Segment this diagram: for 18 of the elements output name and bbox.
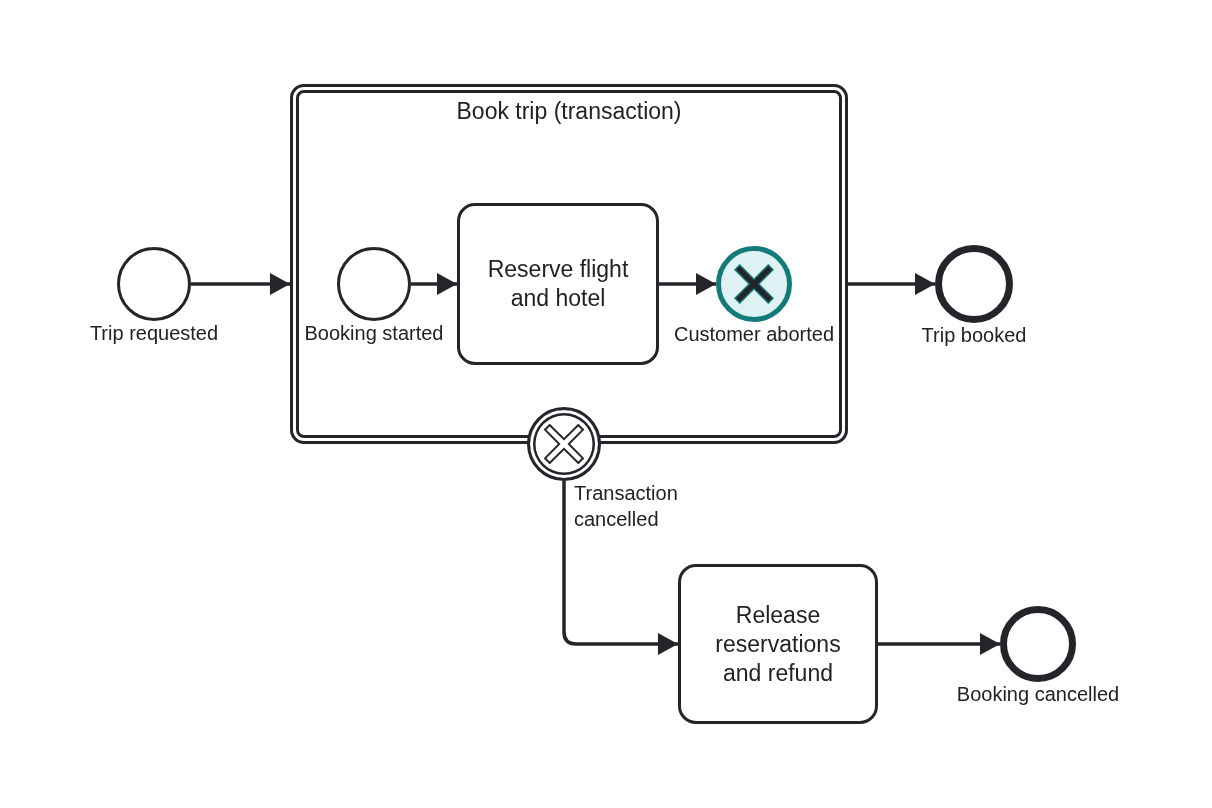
sequence-flow-arrow (191, 273, 290, 295)
event-label: Trip requested (89, 321, 219, 346)
sequence-flow-arrow (848, 273, 935, 295)
sequence-flow-arrow (878, 633, 1000, 655)
sequence-flow-arrow (562, 481, 678, 655)
task-box (457, 203, 659, 365)
sequence-flow-arrow (659, 273, 716, 295)
subprocess-title: Book trip (transaction) (455, 97, 683, 125)
task-label: Release reservations and refund (714, 600, 842, 688)
event-label: Booking cancelled (956, 682, 1120, 707)
task-box (678, 564, 878, 724)
event-label: Trip booked (921, 323, 1027, 348)
event-label: Booking started (304, 321, 444, 346)
task-label: Reserve flight and hotel (486, 255, 630, 313)
event-label: Transaction cancelled (574, 481, 678, 532)
sequence-flow-arrow (411, 273, 457, 295)
event-label: Customer aborted (673, 322, 835, 347)
transaction-subprocess-box (290, 84, 848, 444)
